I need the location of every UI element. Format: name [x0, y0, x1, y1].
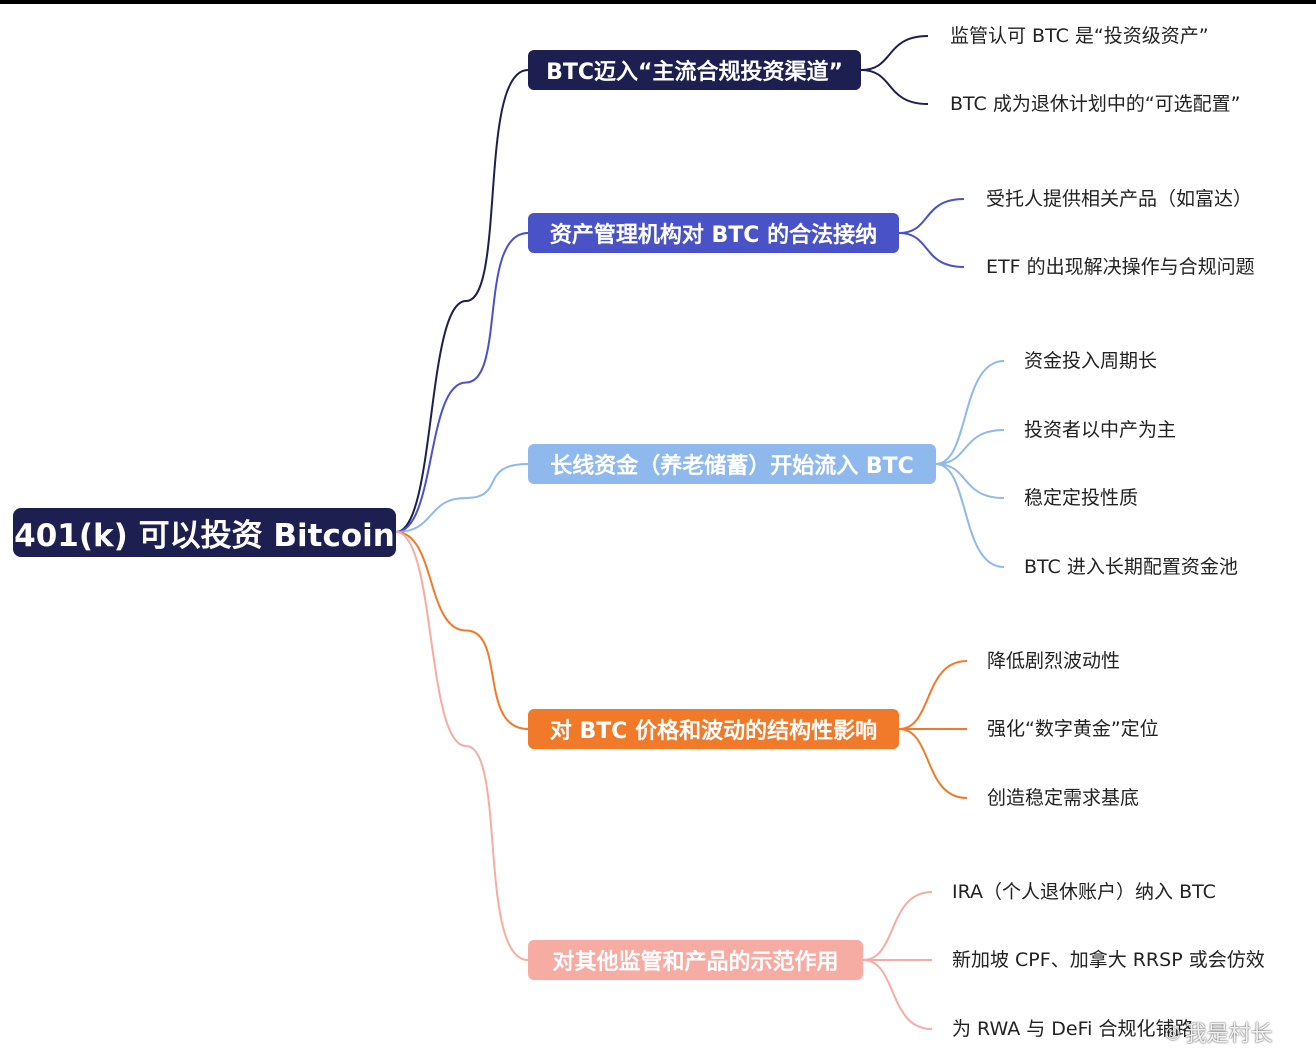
leaf-fiduciary-products[interactable]: 受托人提供相关产品（如富达）: [986, 188, 1253, 210]
root-node[interactable]: 401(k) 可以投资 Bitcoin: [13, 508, 396, 557]
leaf-digital-gold[interactable]: 强化“数字黄金”定位: [987, 718, 1159, 740]
root-connector: [395, 232, 529, 533]
top-border: [0, 0, 1316, 4]
leaf-connector: [898, 728, 968, 799]
leaf-middle-class[interactable]: 投资者以中产为主: [1024, 419, 1177, 441]
root-connector: [395, 69, 529, 533]
branch-long-term-capital[interactable]: 长线资金（养老储蓄）开始流入 BTC: [528, 444, 936, 484]
leaf-investment-grade[interactable]: 监管认可 BTC 是“投资级资产”: [950, 25, 1209, 47]
leaf-long-term-pool[interactable]: BTC 进入长期配置资金池: [1024, 556, 1238, 578]
watermark-text: 我是村长: [1184, 1022, 1273, 1047]
leaf-ira[interactable]: IRA（个人退休账户）纳入 BTC: [952, 881, 1216, 903]
leaf-lower-volatility[interactable]: 降低剧烈波动性: [987, 650, 1121, 672]
branch-demonstration-effect[interactable]: 对其他监管和产品的示范作用: [528, 940, 863, 980]
leaf-connector: [862, 891, 933, 961]
leaf-cpf-rrsp[interactable]: 新加坡 CPF、加拿大 RRSP 或会仿效: [952, 949, 1265, 971]
leaf-connector: [935, 463, 1005, 568]
weibo-icon: ◎: [1165, 1021, 1181, 1043]
leaf-connector: [898, 198, 965, 234]
leaf-rwa-defi[interactable]: 为 RWA 与 DeFi 合规化铺路: [952, 1018, 1194, 1040]
leaf-connector: [860, 69, 929, 105]
leaf-connector: [862, 959, 933, 1030]
leaf-connector: [898, 660, 968, 730]
branch-asset-managers[interactable]: 资产管理机构对 BTC 的合法接纳: [528, 213, 899, 253]
leaf-connector: [935, 463, 1005, 499]
leaf-etf-compliance[interactable]: ETF 的出现解决操作与合规问题: [986, 256, 1255, 278]
leaf-connector: [860, 35, 929, 71]
root-connector: [395, 531, 529, 730]
branch-price-volatility[interactable]: 对 BTC 价格和波动的结构性影响: [528, 709, 899, 749]
branch-mainstream-channel[interactable]: BTC迈入“主流合规投资渠道”: [528, 50, 861, 90]
leaf-connector: [898, 232, 965, 268]
leaf-optional-allocation[interactable]: BTC 成为退休计划中的“可选配置”: [950, 93, 1241, 115]
root-connector: [395, 463, 529, 533]
leaf-stable-demand[interactable]: 创造稳定需求基底: [987, 787, 1140, 809]
leaf-connector: [935, 429, 1005, 465]
leaf-long-cycle[interactable]: 资金投入周期长: [1024, 350, 1158, 372]
watermark: ◎ 我是村长: [1165, 1016, 1273, 1048]
leaf-connector: [935, 360, 1005, 465]
root-connector: [395, 531, 529, 961]
leaf-steady-dca[interactable]: 稳定定投性质: [1024, 487, 1139, 509]
